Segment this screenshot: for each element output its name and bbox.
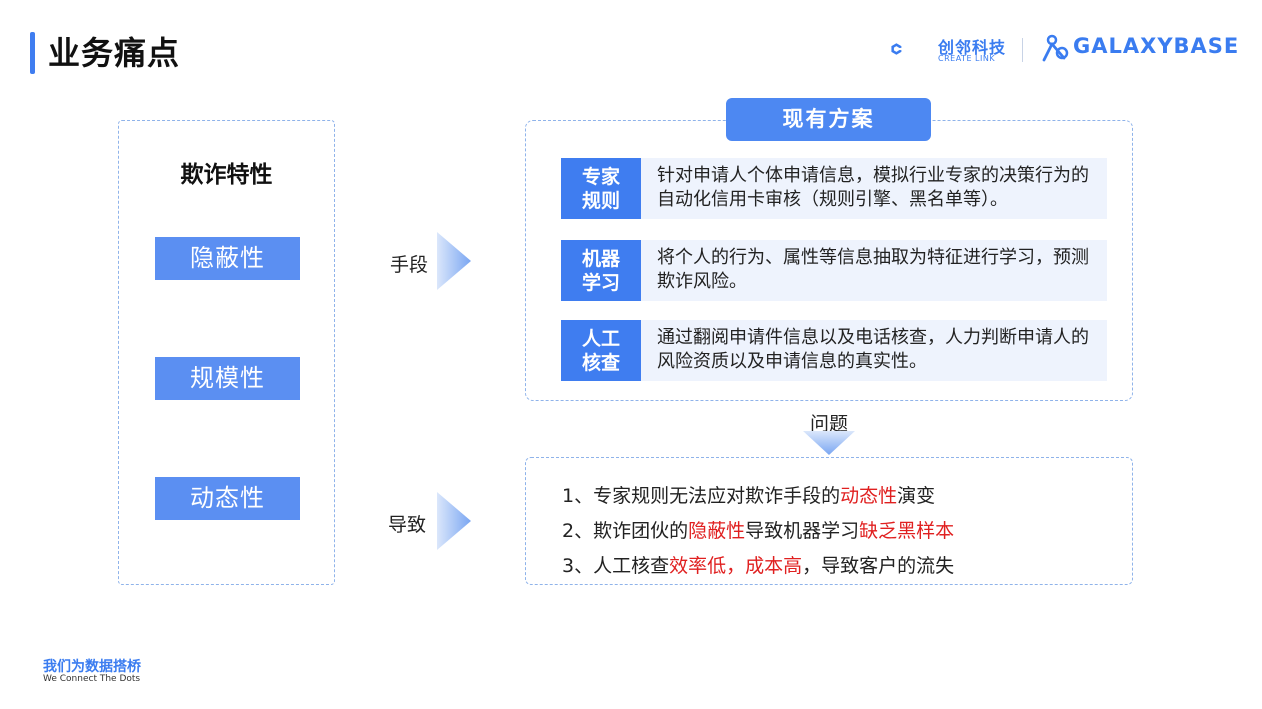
link-person-logo-icon bbox=[1042, 34, 1069, 62]
problem-item-2: 2、欺诈团伙的隐蔽性导致机器学习缺乏黑样本 bbox=[562, 520, 955, 542]
existing-scheme-title: 现有方案 bbox=[726, 98, 931, 141]
trait-scale: 规模性 bbox=[155, 357, 300, 400]
hexagon-c-logo-icon bbox=[891, 43, 903, 55]
scheme-row-expert-rules bbox=[561, 158, 1107, 219]
logo-divider bbox=[1022, 38, 1023, 62]
arrow-label-leads: 导致 bbox=[388, 514, 427, 536]
arrow-label-means: 手段 bbox=[390, 254, 429, 276]
scheme-row-manual-review bbox=[561, 320, 1107, 381]
arrow-label-issue: 问题 bbox=[810, 413, 849, 435]
down-arrow-icon bbox=[803, 431, 855, 455]
footer-slogan-en: We Connect The Dots bbox=[43, 674, 141, 684]
scheme-text-expert-rules: 针对申请人个体申请信息，模拟行业专家的决策行为的自动化信用卡审核（规则引擎、黑名… bbox=[657, 165, 1089, 210]
title-accent-bar bbox=[30, 32, 35, 74]
footer-slogan-cn: 我们为数据搭桥 bbox=[43, 659, 141, 675]
scheme-tag-expert-rules: 专家规则 bbox=[561, 158, 641, 219]
createlink-logo-cn: 创邻科技 bbox=[938, 38, 1007, 57]
trait-dynamic: 动态性 bbox=[155, 477, 300, 520]
fraud-traits-panel bbox=[118, 120, 335, 585]
scheme-text-machine-learning: 将个人的行为、属性等信息抽取为特征进行学习，预测欺诈风险。 bbox=[657, 247, 1089, 292]
scheme-row-machine-learning bbox=[561, 240, 1107, 301]
right-arrow-icon bbox=[437, 492, 471, 550]
right-arrow-icon bbox=[437, 232, 471, 290]
scheme-text-manual-review: 通过翻阅申请件信息以及电话核查，人力判断申请人的风险资质以及申请信息的真实性。 bbox=[657, 327, 1089, 372]
scheme-tag-machine-learning: 机器学习 bbox=[561, 240, 641, 301]
galaxybase-logo-text: GALAXYBASE bbox=[1073, 34, 1240, 58]
fraud-traits-title: 欺诈特性 bbox=[180, 162, 273, 188]
createlink-logo-en: CREATE LINK bbox=[938, 54, 996, 63]
trait-concealment: 隐蔽性 bbox=[155, 237, 300, 280]
problem-item-3: 3、人工核查效率低，成本高，导致客户的流失 bbox=[562, 555, 955, 577]
problems-panel bbox=[525, 457, 1133, 585]
page-title: 业务痛点 bbox=[48, 34, 181, 72]
scheme-tag-manual-review: 人工核查 bbox=[561, 320, 641, 381]
problem-item-1: 1、专家规则无法应对欺诈手段的动态性演变 bbox=[562, 485, 936, 507]
